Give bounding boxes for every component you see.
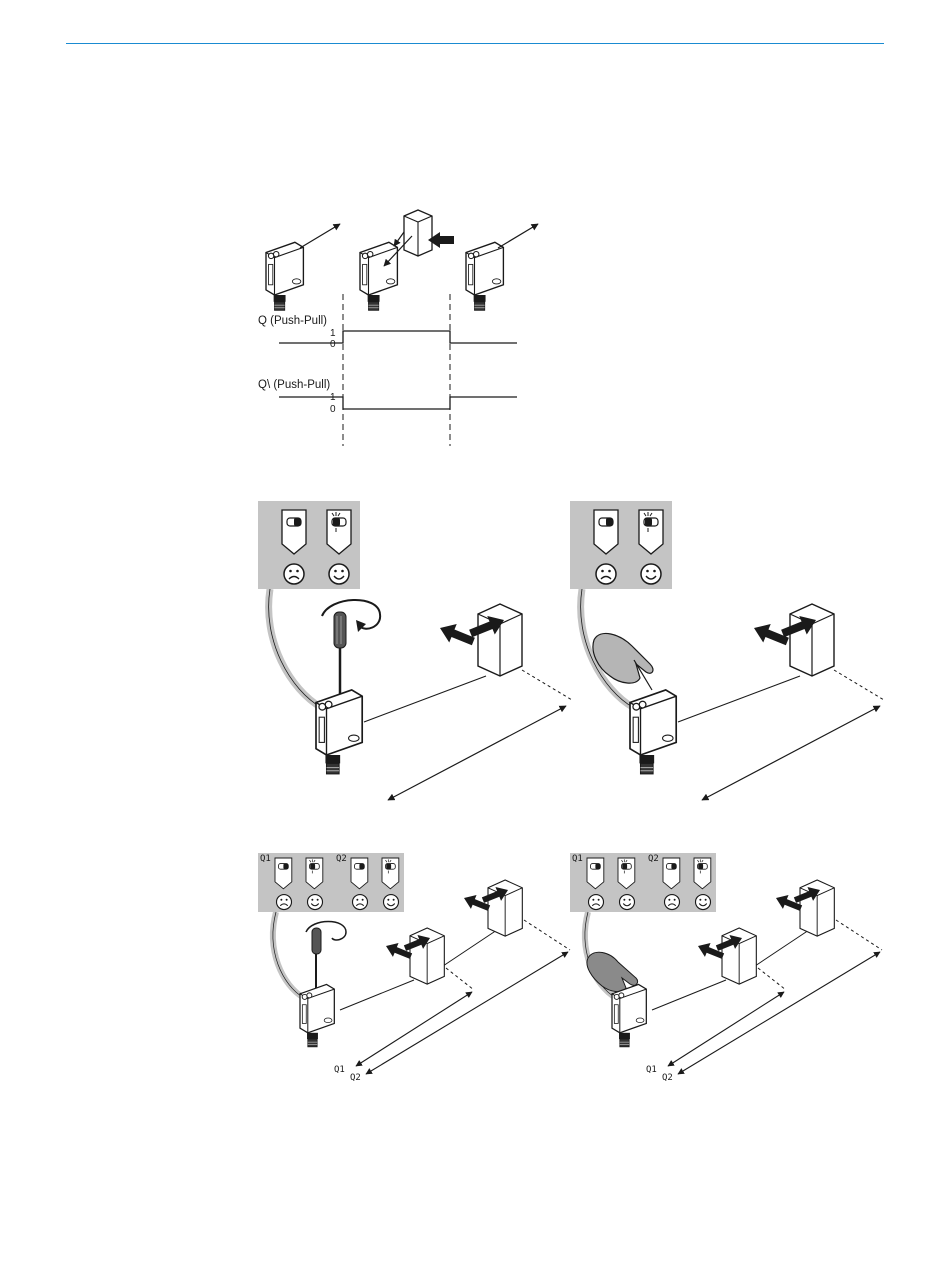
sensor-icon (612, 984, 646, 1046)
target-object-icon (404, 210, 432, 256)
distance-arrow (388, 706, 566, 800)
q1-distance-arrow (668, 992, 784, 1066)
frown-face-icon (353, 895, 368, 910)
q2-distance-label: Q2 (662, 1073, 673, 1083)
led-indicator-icon (694, 858, 711, 889)
qbar-signal-label: Q\ (Push-Pull) (258, 379, 330, 391)
hand-pointing-icon (587, 952, 638, 991)
led-indicator-icon (594, 510, 618, 554)
qbar-signal-trace (279, 397, 517, 409)
q-level-low: 0 (330, 339, 336, 350)
smile-face-icon (384, 895, 399, 910)
target-object-icon (478, 604, 522, 676)
rotate-arrow-icon (322, 600, 380, 629)
q2-distance-arrow (678, 952, 880, 1074)
target-object-icon (722, 928, 756, 984)
screwdriver-icon (334, 612, 346, 700)
qbar-level-low: 0 (330, 404, 336, 415)
frown-face-icon (596, 564, 616, 584)
dual-output-screwdriver-figure: Q1 Q2 (258, 853, 570, 1083)
push-arrow-icon (383, 939, 414, 963)
led-indicator-icon (351, 858, 368, 889)
smile-face-icon (329, 564, 349, 584)
push-arrow-icon (436, 619, 477, 651)
led-indicator-icon (327, 510, 351, 554)
target-object-icon (488, 880, 522, 936)
led-indicator-icon (639, 510, 663, 554)
sensor-icon (466, 242, 503, 310)
led-indicator-icon (282, 510, 306, 554)
q2-distance-label: Q2 (350, 1073, 361, 1083)
smile-face-icon (308, 895, 323, 910)
sensor-icon (360, 242, 397, 310)
sensor-icon (316, 690, 362, 774)
q1-panel-label: Q1 (572, 854, 583, 864)
timing-diagram: Q (Push-Pull) 1 0 Q\ (Push-Pull) 1 0 (258, 210, 538, 446)
q2-panel-label: Q2 (336, 854, 347, 864)
q2-distance-arrow (366, 952, 568, 1074)
push-arrow-icon (461, 891, 492, 915)
push-arrow-icon (695, 939, 726, 963)
target-object-icon (800, 880, 834, 936)
led-indicator-icon (587, 858, 604, 889)
teach-screwdriver-figure (258, 501, 572, 800)
sensor-icon (300, 984, 334, 1046)
q1-distance-arrow (356, 992, 472, 1066)
led-indicator-icon (275, 858, 292, 889)
screwdriver-icon (312, 928, 321, 990)
smile-face-icon (641, 564, 661, 584)
smile-face-icon (696, 895, 711, 910)
callout-pointer (273, 912, 304, 998)
beam-arrow (300, 224, 340, 248)
sensor-icon (266, 242, 303, 310)
smile-face-icon (620, 895, 635, 910)
push-arrow-icon (773, 891, 804, 915)
q-signal-label: Q (Push-Pull) (258, 315, 327, 327)
q1-distance-label: Q1 (646, 1065, 657, 1075)
dual-output-button-figure: Q1 Q2 (570, 853, 882, 1083)
led-indicator-icon (382, 858, 399, 889)
sensor-icon (630, 690, 676, 774)
frown-face-icon (277, 895, 292, 910)
teach-button-figure (570, 501, 884, 800)
led-indicator-icon (663, 858, 680, 889)
frown-face-icon (284, 564, 304, 584)
q1-distance-label: Q1 (334, 1065, 345, 1075)
q1-panel-label: Q1 (260, 854, 271, 864)
q-signal-trace (279, 331, 517, 343)
callout-pointer (269, 589, 322, 708)
led-indicator-icon (306, 858, 323, 889)
distance-arrow (702, 706, 880, 800)
target-object-icon (790, 604, 834, 676)
q-level-high: 1 (330, 328, 336, 339)
q2-panel-label: Q2 (648, 854, 659, 864)
frown-face-icon (589, 895, 604, 910)
target-object-icon (410, 928, 444, 984)
led-indicator-icon (618, 858, 635, 889)
frown-face-icon (665, 895, 680, 910)
